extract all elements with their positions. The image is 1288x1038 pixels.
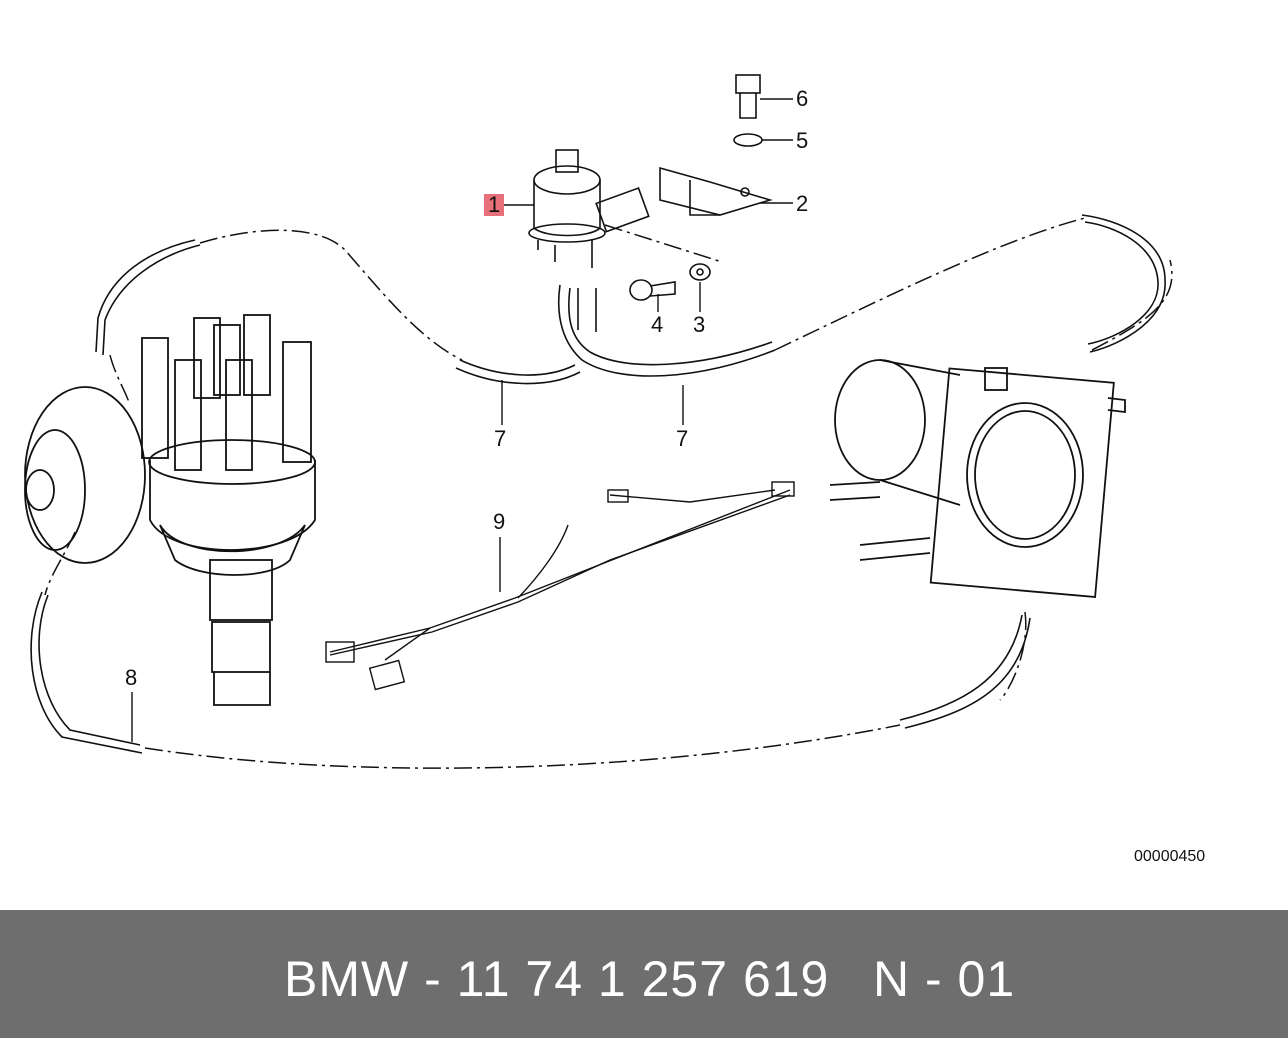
- bolt-part: [733, 74, 763, 147]
- footer-position-code: N - 01: [873, 951, 1016, 1007]
- callout-4: 4: [651, 312, 664, 337]
- footer-bar: [0, 910, 1288, 1038]
- screw-part: [629, 263, 711, 301]
- vacuum-valve-part: [528, 149, 650, 268]
- callout-1: 1: [484, 194, 505, 216]
- callout-9: 9: [493, 509, 506, 534]
- footer-part-number: BMW - 11 74 1 257 619: [284, 951, 830, 1007]
- callout-6: 6: [796, 86, 809, 111]
- callout-3: 3: [693, 312, 706, 337]
- hose-route-lines: [44, 217, 1173, 769]
- distributor-part: [24, 314, 316, 706]
- diagram-area: 1 2 3 4 5 6 7 7 8 9 00000450: [24, 74, 1206, 865]
- callout-7-right: 7: [676, 426, 689, 451]
- hoses: [30, 214, 1166, 754]
- callout-leaders: [131, 98, 793, 742]
- diagram-code: 00000450: [1134, 848, 1206, 865]
- bracket-part: [659, 166, 773, 216]
- throttle-housing-part: [829, 359, 1126, 598]
- parts-diagram: [24, 74, 1173, 769]
- callout-7-left: 7: [494, 426, 507, 451]
- callout-2: 2: [796, 191, 809, 216]
- callout-8: 8: [125, 665, 138, 690]
- callout-5: 5: [796, 128, 809, 153]
- wiring-harness-part: [325, 481, 795, 691]
